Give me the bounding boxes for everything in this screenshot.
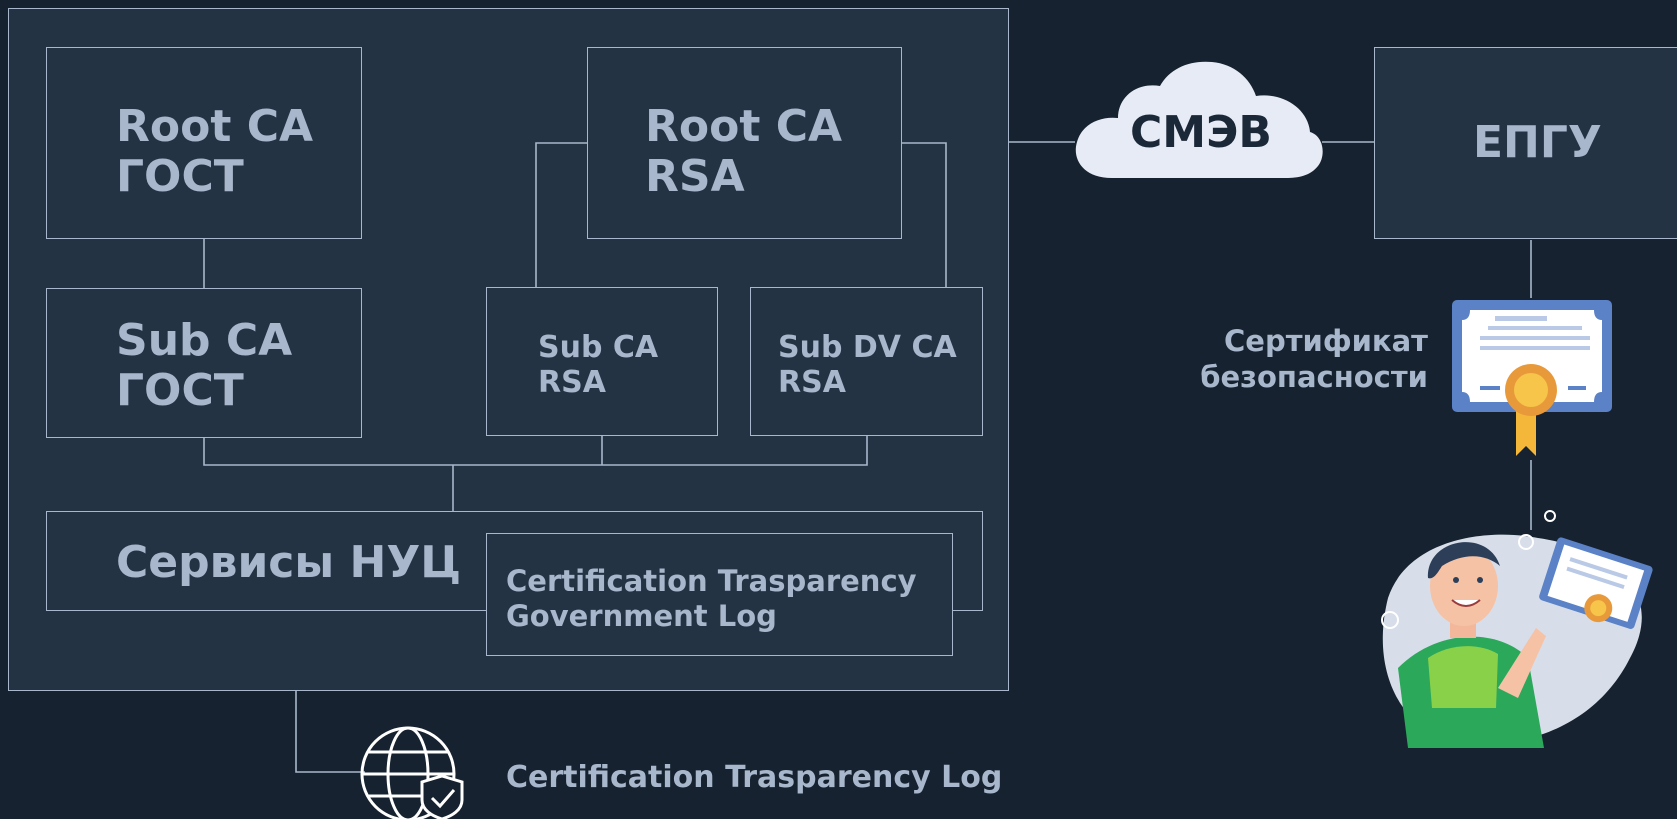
sub-dv-ca-rsa-line2: RSA	[778, 365, 846, 400]
sub-ca-gost-line1: Sub CA	[116, 315, 293, 366]
root-ca-gost-line1: Root CA	[116, 101, 314, 152]
sub-ca-rsa-box: Sub CA RSA	[486, 287, 718, 436]
sub-ca-gost-box: Sub CA ГОСТ	[46, 288, 362, 438]
ct-log-label: Certification Trasparency Log	[506, 760, 1003, 795]
ct-government-log-line1: Certification Trasparency	[506, 564, 917, 598]
person-with-certificate-illustration	[1381, 510, 1653, 748]
certificate-icon	[1452, 300, 1612, 456]
sub-dv-ca-rsa-line1: Sub DV CA	[778, 330, 957, 365]
nuc-services-label: Сервисы НУЦ	[116, 537, 462, 588]
sub-dv-ca-rsa-box: Sub DV CA RSA	[750, 287, 983, 436]
smev-label: СМЭВ	[1130, 107, 1272, 158]
cloud-icon	[1075, 61, 1323, 179]
sub-ca-gost-line2: ГОСТ	[116, 365, 244, 416]
certificate-label-line1: Сертификат	[1224, 324, 1428, 358]
certificate-label-line2: безопасности	[1200, 360, 1428, 394]
sub-ca-rsa-line2: RSA	[538, 365, 606, 400]
epgu-label: ЕПГУ	[1473, 117, 1602, 168]
root-ca-rsa-line1: Root CA	[645, 101, 843, 152]
ct-government-log-box: Certification Trasparency Government Log	[486, 533, 953, 656]
root-ca-gost-line2: ГОСТ	[116, 151, 244, 202]
root-ca-gost-box: Root CA ГОСТ	[46, 47, 362, 239]
root-ca-rsa-box: Root CA RSA	[587, 47, 902, 239]
ct-government-log-line2: Government Log	[506, 599, 777, 633]
globe-shield-icon	[360, 726, 464, 819]
sub-ca-rsa-line1: Sub CA	[538, 330, 659, 365]
root-ca-rsa-line2: RSA	[645, 151, 745, 202]
smev-cloud: СМЭВ	[1072, 60, 1326, 185]
epgu-box: ЕПГУ	[1374, 47, 1677, 239]
